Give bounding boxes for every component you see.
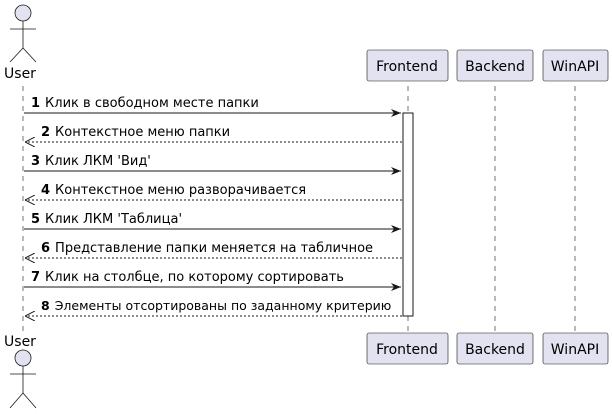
actor-head-icon xyxy=(14,349,32,367)
actor-head-icon xyxy=(14,4,32,22)
actor-label-top: User xyxy=(4,66,36,82)
message-label: Контекстное меню разворачивается xyxy=(55,183,306,198)
participant-label: Backend xyxy=(465,342,525,358)
message-2: 2 Контекстное меню папки xyxy=(25,125,402,142)
participant-label: Frontend xyxy=(376,342,438,358)
message-label: Представление папки меняется на таблично… xyxy=(55,241,373,256)
message-text: 6 Представление папки меняется на табличн… xyxy=(41,241,373,256)
message-number: 8 xyxy=(41,298,50,313)
message-text: 5 Клик ЛКМ 'Таблица' xyxy=(31,212,182,227)
message-text: 8 Элементы отсортированы по заданному кри… xyxy=(41,298,391,313)
participant-label: WinAPI xyxy=(551,342,599,358)
participant-frontend-top: Frontend xyxy=(366,49,449,82)
message-label: Клик в свободном месте папки xyxy=(45,96,259,111)
message-label: Клик на столбце, по которому сортировать xyxy=(45,270,344,285)
participant-backend-bottom: Backend xyxy=(456,332,534,365)
message-text: 2 Контекстное меню папки xyxy=(41,125,230,140)
message-text: 3 Клик ЛКМ 'Вид' xyxy=(31,154,151,169)
message-number: 2 xyxy=(41,125,50,140)
participant-label: Backend xyxy=(465,59,525,75)
message-8: 8 Элементы отсортированы по заданному кри… xyxy=(25,298,402,316)
message-number: 4 xyxy=(41,183,50,198)
message-7: 7 Клик на столбце, по которому сортироват… xyxy=(24,270,401,291)
message-number: 7 xyxy=(31,270,40,285)
participant-label: WinAPI xyxy=(551,59,599,75)
message-text: 7 Клик на столбце, по которому сортироват… xyxy=(31,270,344,285)
message-6: 6 Представление папки меняется на табличн… xyxy=(25,241,402,258)
message-label: Контекстное меню папки xyxy=(55,125,230,140)
message-label: Клик ЛКМ 'Таблица' xyxy=(45,212,182,227)
message-text: 4 Контекстное меню разворачивается xyxy=(41,183,306,198)
activation-bar-frontend xyxy=(402,112,414,317)
message-4: 4 Контекстное меню разворачивается xyxy=(25,183,402,200)
actor-label-bottom: User xyxy=(4,334,36,350)
participant-winapi-bottom: WinAPI xyxy=(542,332,609,365)
lifelines xyxy=(22,86,576,332)
message-number: 3 xyxy=(31,154,40,169)
message-label: Клик ЛКМ 'Вид' xyxy=(45,154,151,169)
participant-frontend-bottom: Frontend xyxy=(366,332,449,365)
participant-label: Frontend xyxy=(376,59,438,75)
actor-user-top: User xyxy=(4,4,37,82)
message-number: 5 xyxy=(31,212,40,227)
message-3: 3 Клик ЛКМ 'Вид' xyxy=(24,154,401,175)
actor-user-bottom: User xyxy=(4,334,37,409)
message-label: Элементы отсортированы по заданному крит… xyxy=(55,298,392,313)
participant-winapi-top: WinAPI xyxy=(542,49,609,82)
message-number: 6 xyxy=(41,241,50,256)
participant-backend-top: Backend xyxy=(456,49,534,82)
message-1: 1 Клик в свободном месте папки xyxy=(24,96,401,117)
message-text: 1 Клик в свободном месте папки xyxy=(31,96,259,111)
message-5: 5 Клик ЛКМ 'Таблица' xyxy=(24,212,401,233)
message-number: 1 xyxy=(31,96,40,111)
